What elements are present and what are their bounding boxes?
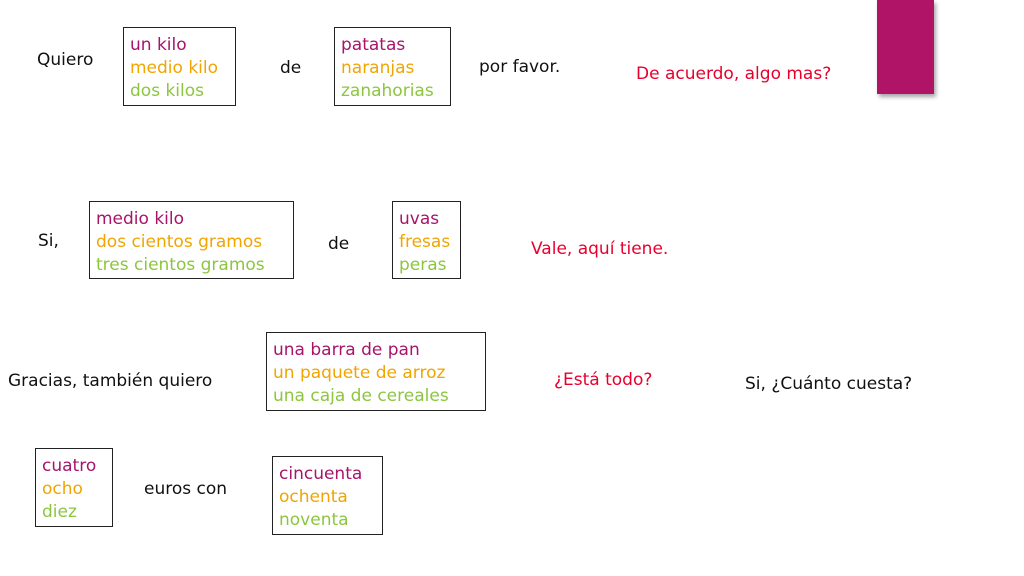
row2-item-box: uvas fresas peras <box>392 201 461 279</box>
row2-quantity-option: tres cientos gramos <box>96 255 265 275</box>
row1-item-option: patatas <box>341 35 406 55</box>
row4-euros-option: diez <box>42 502 77 522</box>
row1-connector: de <box>280 58 302 78</box>
row2-intro: Si, <box>38 231 59 251</box>
row2-item-option: peras <box>399 255 447 275</box>
row4-euros-box: cuatro ocho diez <box>35 448 113 527</box>
row1-quantity-option: medio kilo <box>130 58 219 78</box>
row2-reply: Vale, aquí tiene. <box>531 239 669 259</box>
row4-euros-option: ocho <box>42 479 83 499</box>
row2-quantity-option: medio kilo <box>96 209 185 229</box>
row4-connector: euros con <box>144 479 228 499</box>
row4-cents-box: cincuenta ochenta noventa <box>272 456 383 535</box>
row1-quantity-box: un kilo medio kilo dos kilos <box>123 27 236 106</box>
row1-quantity-option: dos kilos <box>130 81 205 101</box>
row1-item-option: zanahorias <box>341 81 434 101</box>
row2-quantity-box: medio kilo dos cientos gramos tres cient… <box>89 201 294 279</box>
row4-cents-option: ochenta <box>279 487 348 507</box>
accent-tab <box>877 0 934 94</box>
row1-reply: De acuerdo, algo mas? <box>636 64 832 84</box>
row3-item-option: un paquete de arroz <box>273 363 446 383</box>
row2-item-option: uvas <box>399 209 440 229</box>
row4-cents-option: cincuenta <box>279 464 363 484</box>
row3-item-option: una barra de pan <box>273 340 420 360</box>
row1-closing: por favor. <box>479 57 561 77</box>
row4-cents-option: noventa <box>279 510 349 530</box>
row4-euros-option: cuatro <box>42 456 97 476</box>
row3-reply: ¿Está todo? <box>554 370 653 390</box>
row2-quantity-option: dos cientos gramos <box>96 232 263 252</box>
row3-item-box: una barra de pan un paquete de arroz una… <box>266 332 486 411</box>
row1-item-option: naranjas <box>341 58 415 78</box>
row3-question: Si, ¿Cuánto cuesta? <box>745 374 913 394</box>
row1-intro: Quiero <box>37 50 94 70</box>
row2-item-option: fresas <box>399 232 451 252</box>
row3-intro: Gracias, también quiero <box>8 371 213 391</box>
row3-item-option: una caja de cereales <box>273 386 449 406</box>
row1-quantity-option: un kilo <box>130 35 187 55</box>
row1-item-box: patatas naranjas zanahorias <box>334 27 451 106</box>
row2-connector: de <box>328 234 350 254</box>
